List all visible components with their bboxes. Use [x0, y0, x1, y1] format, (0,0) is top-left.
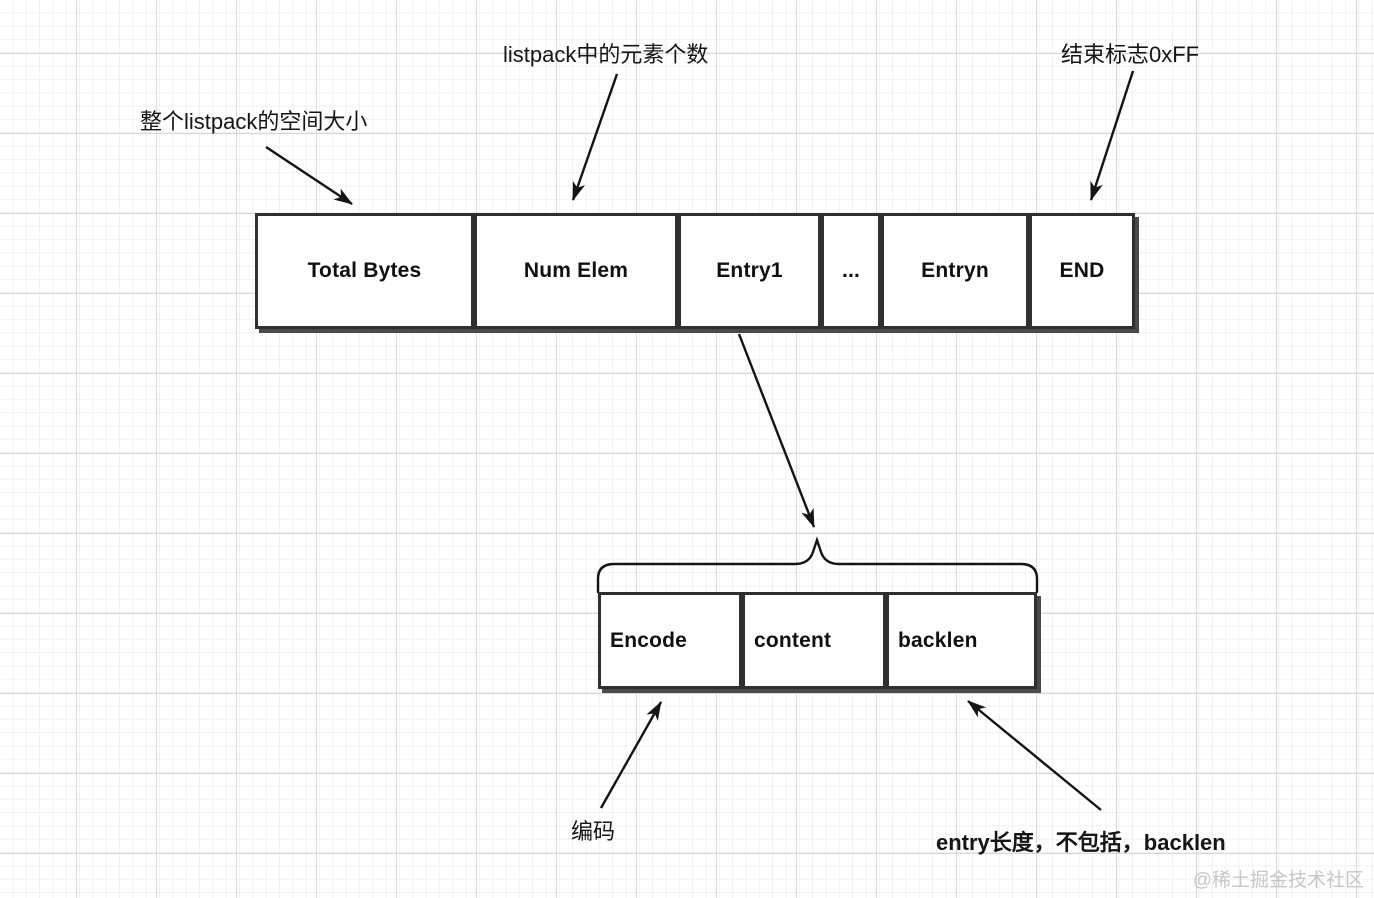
cell-ellipsis-label: ... — [841, 259, 861, 282]
entry-structure-row: Encode content backlen — [598, 592, 1037, 689]
cell-total-bytes-label: Total Bytes — [307, 259, 422, 282]
cell-entryn-label: Entryn — [921, 259, 989, 282]
listpack-structure-row: Total Bytes Num Elem Entry1 ... Entryn E… — [255, 213, 1135, 329]
cell-backlen: backlen — [886, 592, 1037, 689]
cell-end: END — [1029, 213, 1135, 329]
arrow-entry1-to-detail — [737, 333, 816, 528]
annotation-num-elem: listpack中的元素个数 — [503, 42, 709, 67]
cell-content: content — [742, 592, 886, 689]
cell-end-label: END — [1059, 259, 1105, 282]
arrow-encode — [599, 701, 663, 809]
cell-entry1-label: Entry1 — [716, 259, 783, 282]
cell-num-elem-label: Num Elem — [523, 259, 629, 282]
cell-total-bytes: Total Bytes — [255, 213, 474, 329]
curly-brace — [596, 536, 1039, 594]
annotation-encode: 编码 — [571, 819, 616, 844]
arrow-num-elem — [571, 73, 619, 201]
arrow-backlen — [967, 700, 1102, 811]
annotation-total-bytes: 整个listpack的空间大小 — [140, 109, 368, 134]
annotation-end-flag: 结束标志0xFF — [1061, 42, 1200, 67]
cell-encode-label: Encode — [610, 628, 688, 652]
cell-ellipsis: ... — [821, 213, 881, 329]
arrow-total-bytes — [265, 145, 353, 206]
arrow-end-flag — [1089, 70, 1135, 201]
annotation-backlen: entry长度，不包括，backlen — [936, 830, 1226, 855]
cell-backlen-label: backlen — [898, 628, 978, 652]
cell-encode: Encode — [598, 592, 742, 689]
cell-num-elem: Num Elem — [474, 213, 678, 329]
cell-entry1: Entry1 — [678, 213, 821, 329]
cell-content-label: content — [754, 628, 832, 652]
cell-entryn: Entryn — [881, 213, 1029, 329]
watermark: @稀土掘金技术社区 — [1192, 870, 1364, 891]
